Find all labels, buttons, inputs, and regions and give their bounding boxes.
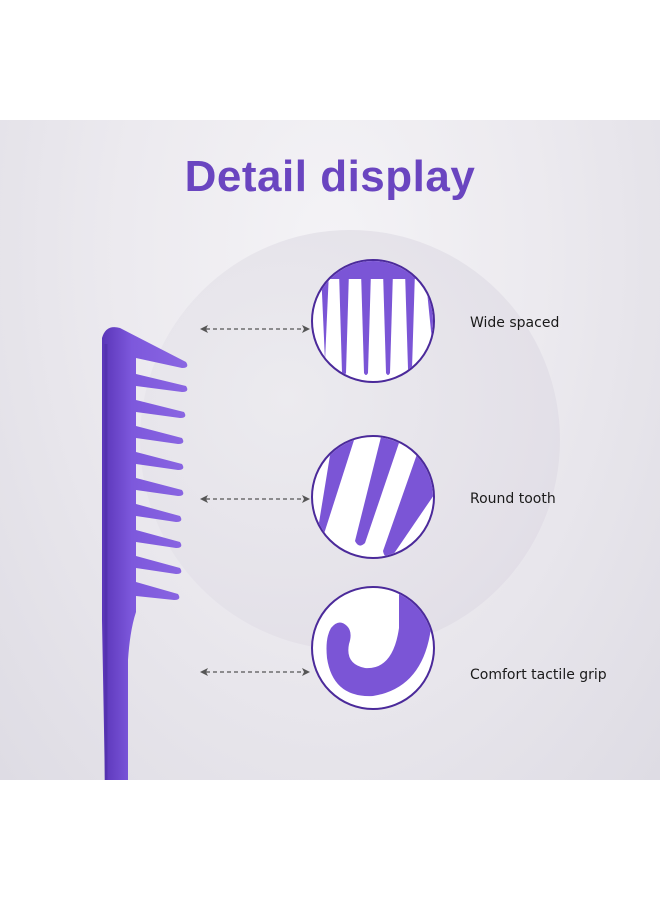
- page-title: Detail display: [184, 152, 476, 201]
- arrow-icon: [200, 495, 310, 503]
- detail-circle-comfort-grip: [311, 586, 435, 710]
- comb-image: [102, 327, 188, 780]
- product-panel: Detail display Wide spaced: [0, 120, 660, 780]
- round-tooth-icon: [317, 437, 433, 557]
- hook-grip-icon: [326, 588, 433, 697]
- arrow-icon: [200, 668, 310, 676]
- label-round-tooth: Round tooth: [470, 491, 556, 507]
- detail-circle-round-tooth: [311, 435, 435, 559]
- detail-circle-wide-spaced: [311, 259, 435, 383]
- label-comfort-grip: Comfort tactile grip: [470, 667, 607, 683]
- arrow-icon: [200, 325, 310, 333]
- wide-spaced-teeth-icon: [313, 261, 433, 375]
- label-wide-spaced: Wide spaced: [470, 315, 560, 331]
